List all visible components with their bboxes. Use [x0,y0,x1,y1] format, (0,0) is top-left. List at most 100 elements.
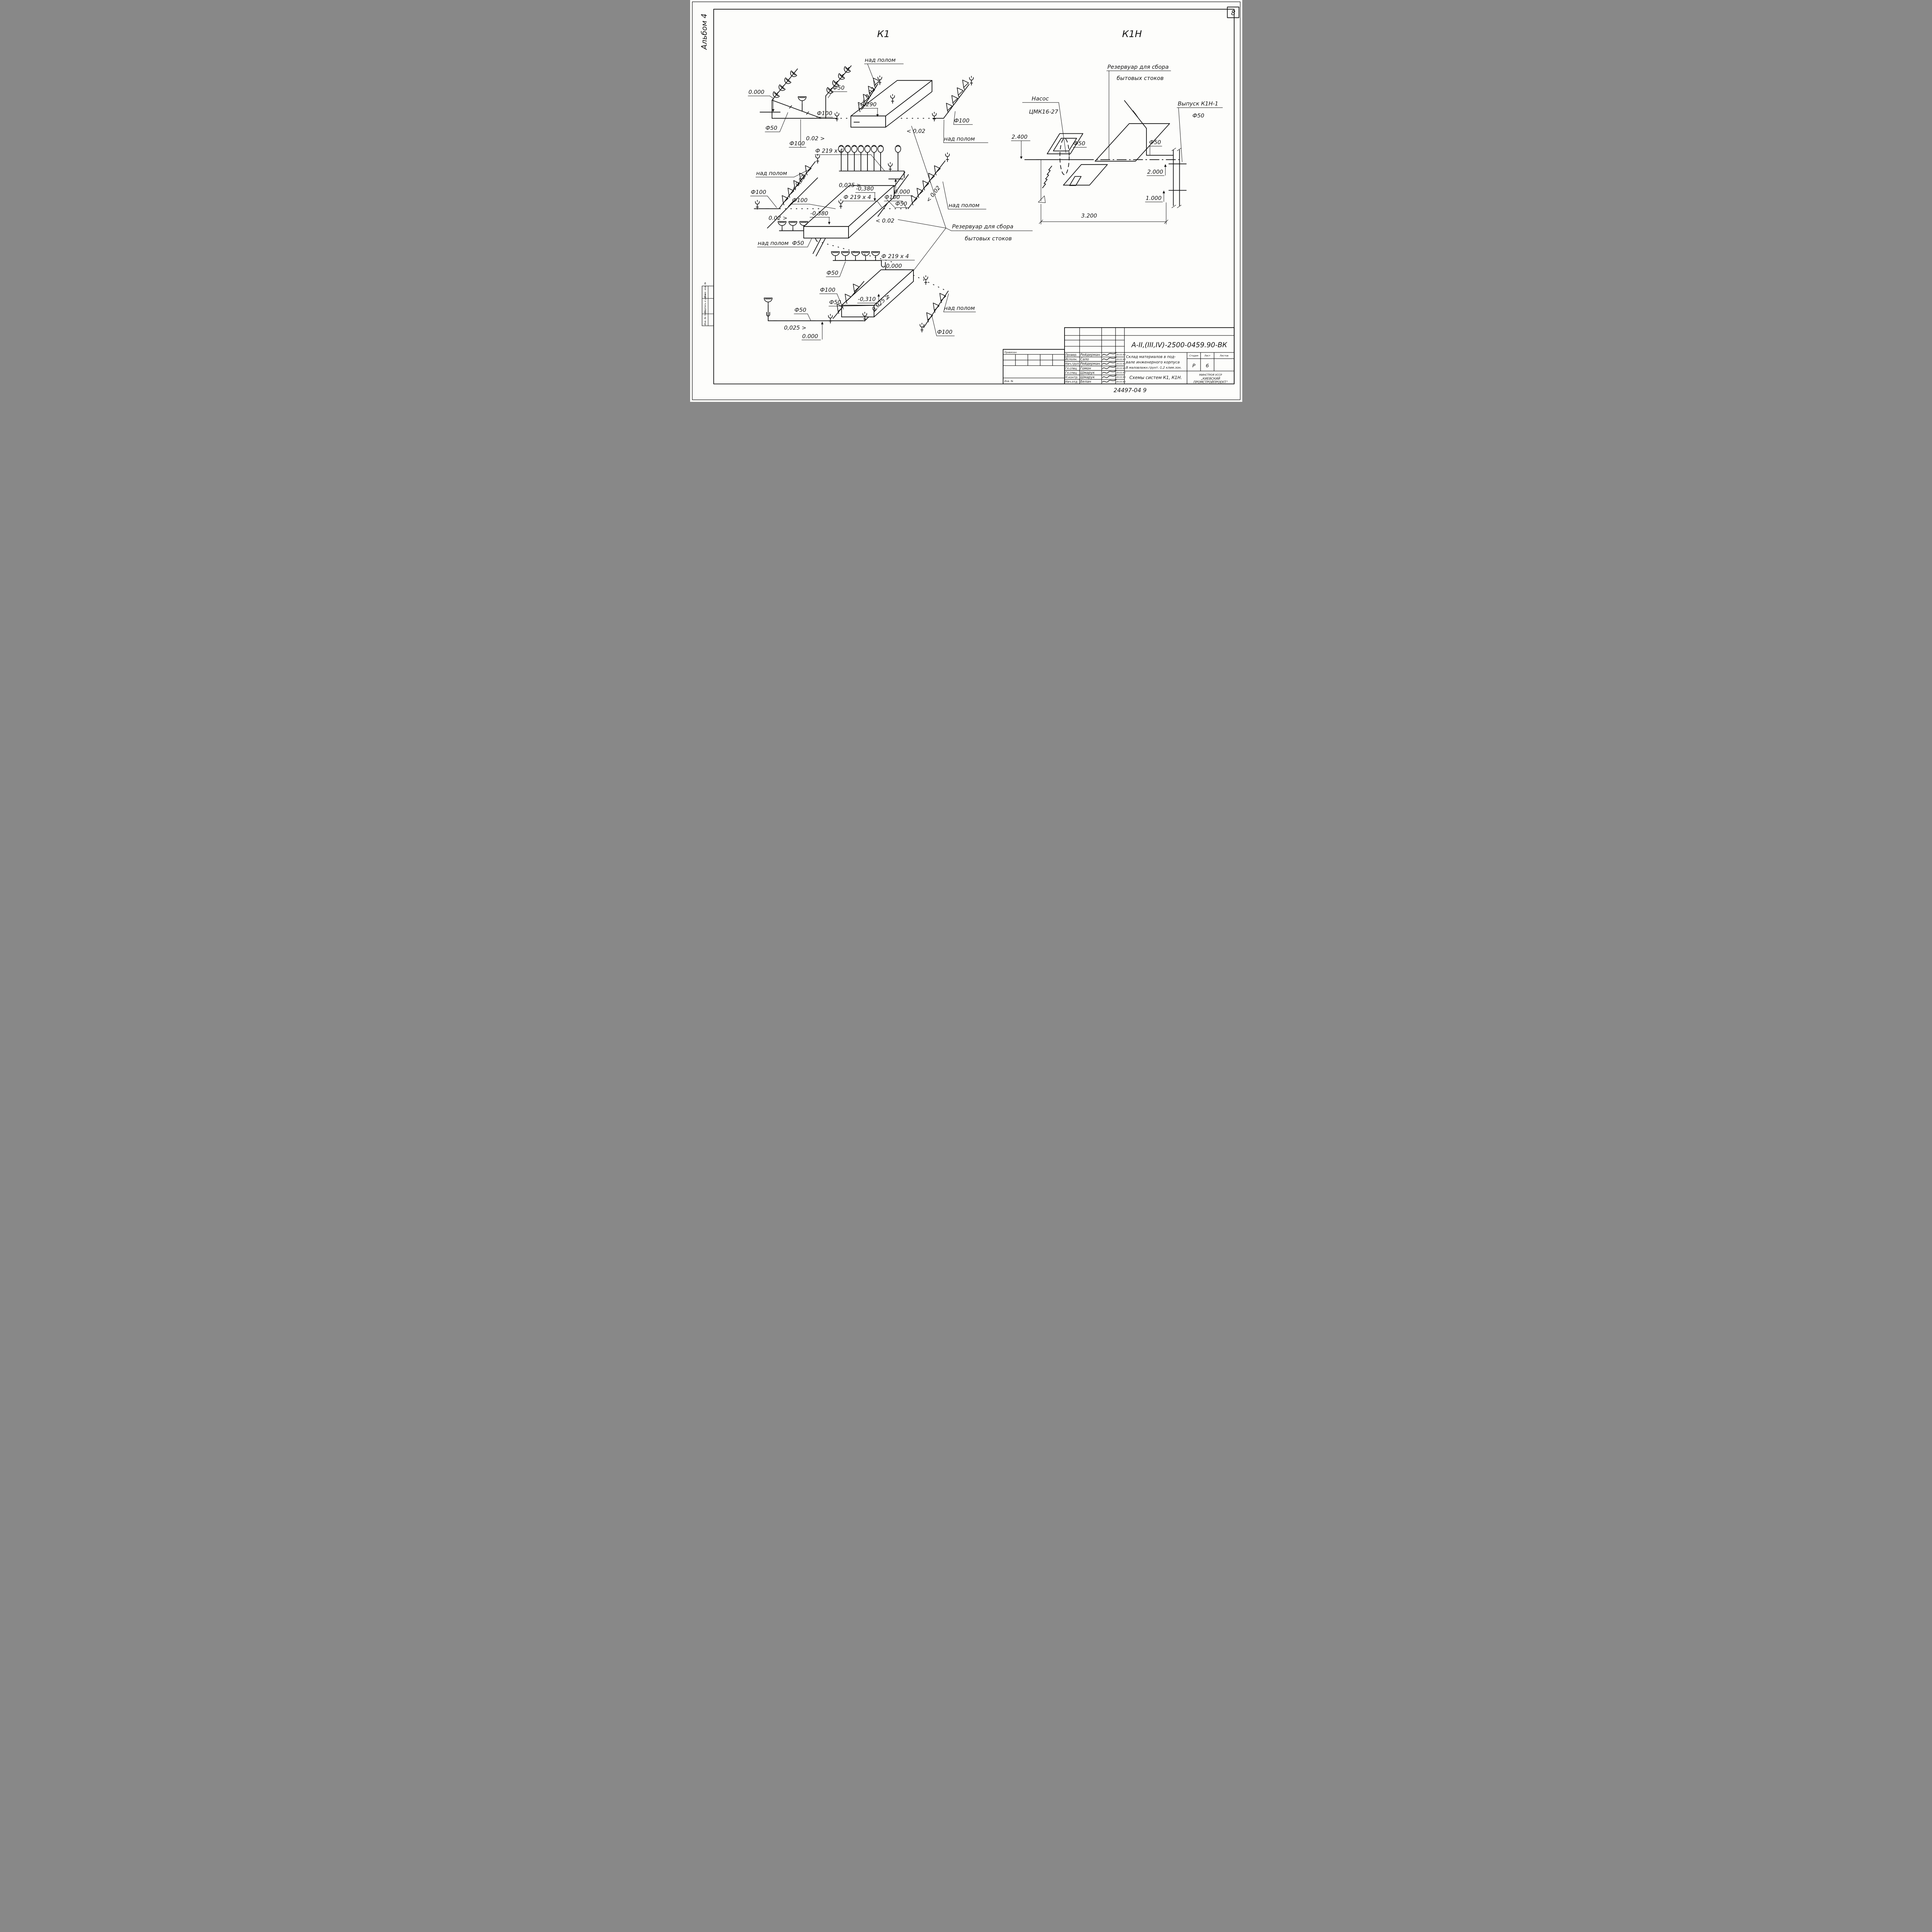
org-line1: МИНСТРОЯ УССР [1199,374,1222,377]
sig-role-0: Провер. [1065,353,1077,357]
label-elev-0000-low: 0,000 [886,263,902,269]
sig-name-5: Шмарук [1080,376,1095,379]
sig-date-0: 29.03.90 [1116,354,1126,356]
label-elev-2000: 2.000 [1147,169,1163,175]
signature-squiggle [1102,374,1117,378]
label-nad-polom-2: над полом [944,136,975,142]
footer-code: 24497-04 9 [1114,387,1146,394]
label-elev-0000-mid: 0.000 [894,189,910,195]
label-slope-002-f: < 0.02 [876,218,895,224]
k1-reservoir-line1: Резервуар для сбора [952,224,1014,230]
label-f100-b: Ф100 [817,111,832,117]
k1-slabs [803,80,932,318]
label-slope-0025-b: 0,025 > [784,325,806,331]
inv-label: Инв. № [1004,380,1014,383]
label-pump-line1: Насос [1032,96,1049,102]
label-f219-b: Ф 219 x 4 [844,194,871,201]
stage-header: Стадия [1189,355,1198,357]
label-f100-a: Ф100 [789,141,805,147]
sig-name-2: Рейдерман [1080,362,1100,366]
label-elev-2400: 2.400 [1012,134,1027,140]
label-slope-002-d: < 0,02 [790,174,807,192]
margin-label-podpis: Подпись и дата [704,294,707,313]
sig-name-1: Сало [1080,358,1089,362]
k1n-reservoir-line1: Резервуар для сбора [1107,64,1169,70]
sheet-title: Схемы систем К1, К1Н. [1129,375,1182,380]
signature-table: Провер. Рейдерман 29.03.90 Исполн. Сало … [1065,352,1126,384]
sig-role-1: Исполн. [1065,358,1077,361]
label-f50-e: Ф50 [827,270,838,276]
label-outlet-line1: Выпуск К1Н-1 [1178,101,1218,107]
sig-role-2: Нач.груп [1065,362,1079,366]
label-f219-a: Ф 219 x 4 [815,148,843,154]
signature-squiggle [1102,361,1117,365]
title-block: А-II,(III,IV)-2500-0459.90-ВК Провер. Ре… [1002,327,1235,384]
sig-role-3: Гл.спец [1065,367,1077,370]
label-elev-m0310: -0,310 [858,296,876,303]
scheme-k1: К1 [748,28,1032,340]
sheets-header: Листов [1219,355,1228,357]
label-elev-0000-bot: 0.000 [802,333,818,340]
label-slope-002-a: 0.02 > [806,136,825,142]
label-f50-b: Ф50 [765,125,777,131]
drawing-sheet: 8 Альбом 4 24497-04 9 Взам. инв. № Подпи… [690,0,1242,402]
sig-date-4: 29.03.90 [1116,372,1126,374]
label-f50-g: Ф50 [829,299,841,306]
sig-date-3: 29.03.90 [1116,367,1126,370]
sig-name-3: Гомон [1080,367,1091,371]
org-line3: ПРОМСТРОЙПРОЕКТ“ [1193,379,1228,384]
stage-value: Р [1192,363,1195,369]
label-f219-c: Ф 219 x 4 [881,253,909,260]
label-nad-polom-4: над полом [949,202,980,209]
sig-name-6: Белан [1080,380,1091,384]
label-elev-m0380-a: -0,380 [856,186,874,192]
label-f100-e: Ф100 [792,197,808,204]
label-f50-pipe: Ф50 [1149,139,1161,146]
signature-squiggle [1102,379,1117,383]
binding-label: Привязан [1004,351,1017,354]
label-slope-002-g: < 0,02 [925,185,942,203]
k1-labels: над полом 0.000 Ф50 Ф50 Ф100 0.02 > Ф 21… [748,57,1014,340]
label-elev-m0380-b: -0.380 [810,211,828,217]
label-slope-002-e: 0.02 > [769,215,787,221]
sig-name-4: Шмарук [1080,371,1095,375]
margin-label-inv: Инв. № подл. [704,309,707,325]
sig-date-1: 29.03.90 [1116,359,1126,361]
label-nad-polom-1: над полом [865,57,896,63]
page-number-box [1227,7,1239,18]
doc-number: А-II,(III,IV)-2500-0459.90-ВК [1131,342,1228,349]
label-nad-polom-3: над полом [756,170,787,177]
label-f100-c: Ф100 [954,118,969,124]
label-f100-f: Ф100 [884,194,900,201]
sig-date-6: 29.03.90 [1116,381,1126,383]
label-elev-0000-top: 0.000 [748,89,764,95]
k1n-labels: Насос ЦМК16-27 Резервуар для сбора бытов… [1012,64,1223,219]
label-f50-pump: Ф50 [1073,141,1085,147]
drawing-canvas: 8 Альбом 4 24497-04 9 Взам. инв. № Подпи… [692,2,1240,400]
sig-date-2: 29.03.90 [1116,363,1126,365]
binding-table: Привязан Инв. № [1002,349,1065,384]
label-f100-h: Ф100 [937,329,952,335]
sheet-header: Лист [1204,355,1210,357]
label-f50-a: Ф50 [833,85,845,91]
k1n-reservoir-line2: бытовых стоков [1117,75,1163,82]
label-slope-0025-a: 0,025 > [839,182,861,189]
label-nad-polom-5: над полом [758,240,789,247]
label-f100-g: Ф100 [820,287,835,293]
margin-label-vzam: Взам. инв. № [704,282,707,298]
signature-squiggle [1102,352,1117,356]
k1n-title: К1Н [1122,28,1142,39]
signature-squiggle [1102,356,1117,360]
label-dim-3200: 3.200 [1081,213,1097,219]
k1-reservoir-line2: бытовых стоков [965,236,1012,242]
label-f50-d: Ф50 [792,240,804,247]
k1-title: К1 [877,28,890,39]
label-f50-f: Ф50 [794,307,806,313]
label-elev-1000: 1.000 [1146,196,1162,202]
sheet-frame: 8 Альбом 4 24497-04 9 [692,2,1240,400]
project-line2: вале инженерного корпуса [1126,361,1180,365]
scheme-k1n: К1Н [1011,28,1223,224]
label-f100-d: Ф100 [751,189,766,196]
page-number: 8 [1231,9,1235,17]
sig-name-0: Рейдерман [1080,353,1100,357]
